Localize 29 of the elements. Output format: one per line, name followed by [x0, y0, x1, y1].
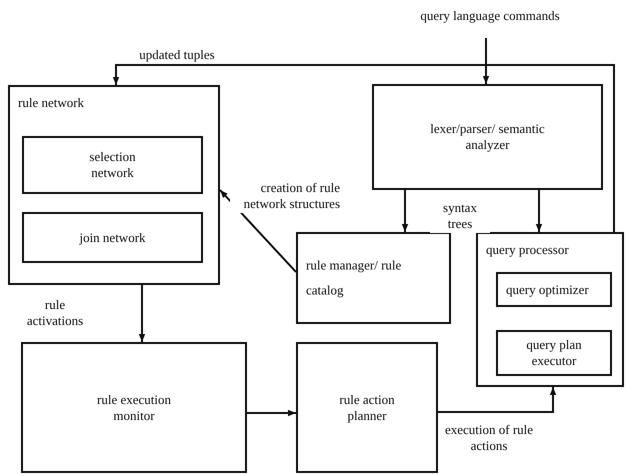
input-label: query language commands: [410, 6, 570, 26]
arrow: [438, 387, 556, 413]
box-label: join network: [78, 229, 147, 246]
arrow: [247, 410, 296, 416]
box-label: lexer/parser/ semantic analyzer: [429, 120, 546, 154]
process-box: [496, 272, 612, 307]
arrow: [482, 38, 490, 84]
process-box: [496, 330, 612, 376]
process-box: [21, 342, 247, 473]
arrow: [112, 64, 615, 232]
box-label: query optimizer: [506, 281, 590, 298]
box-label: query plan executor: [525, 336, 583, 370]
box-label: selection network: [88, 148, 137, 182]
edge-label: creation of rule network structures: [230, 180, 342, 212]
process-box: [476, 232, 624, 387]
arrow: [138, 285, 146, 342]
arrow: [402, 190, 408, 232]
arrow: [536, 190, 542, 232]
box-label: rule action planner: [338, 391, 396, 424]
box-label: rule manager/ rule catalog: [306, 256, 402, 300]
process-box: [8, 85, 220, 285]
group-heading: rule network: [18, 95, 84, 112]
process-box: [22, 136, 203, 194]
process-box: [296, 342, 438, 473]
process-box: [296, 232, 451, 324]
process-box: [372, 84, 603, 190]
process-box: [22, 212, 203, 263]
box-label: rule execution monitor: [96, 391, 172, 424]
group-heading: query processor: [486, 242, 569, 258]
